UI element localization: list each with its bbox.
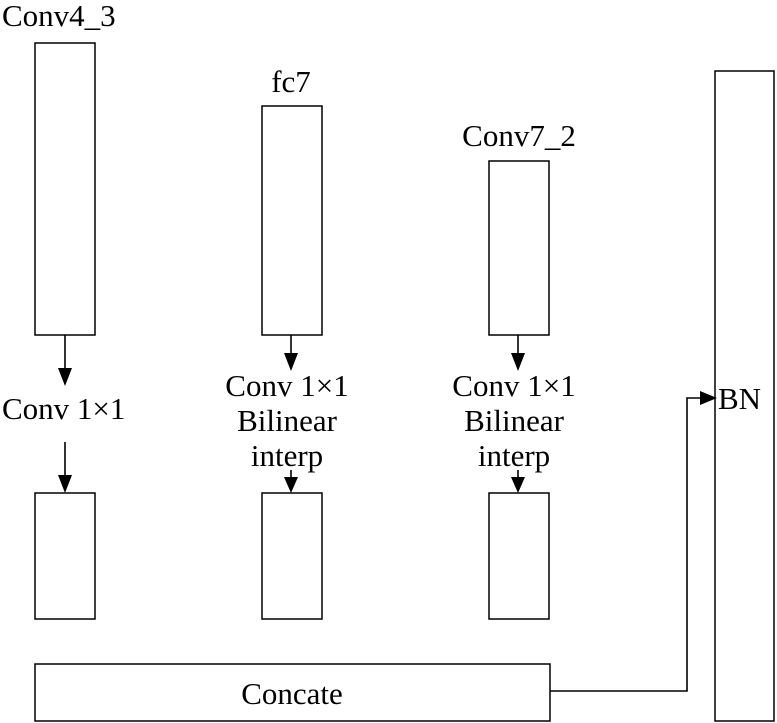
arrow-fc7-to-conv xyxy=(284,335,298,371)
bn-box xyxy=(714,70,775,722)
conv4-3-output-box xyxy=(34,492,96,620)
conv1x1-a-label: Conv 1×1 xyxy=(2,391,125,426)
interp-b-label: interp xyxy=(251,438,323,473)
concate-label: Concate xyxy=(241,676,343,711)
fc7-feature-box xyxy=(261,105,323,336)
conv4-3-feature-box xyxy=(34,42,96,336)
fc7-label: fc7 xyxy=(271,64,311,99)
bilinear-c-label: Bilinear xyxy=(464,403,565,438)
conv7-2-feature-box xyxy=(488,160,550,336)
arrow-interp-b-to-output xyxy=(284,470,298,493)
concate-box xyxy=(34,663,551,722)
conv7-2-label: Conv7_2 xyxy=(462,118,576,153)
fc7-output-box xyxy=(261,492,323,620)
conv7-2-output-box xyxy=(488,492,550,620)
bn-label: BN xyxy=(718,381,761,416)
arrow-concate-to-bn xyxy=(550,391,717,692)
conv4-3-label: Conv4_3 xyxy=(2,0,116,33)
arrow-conv4-3-to-conv xyxy=(58,335,72,386)
interp-c-label: interp xyxy=(478,438,550,473)
arrow-interp-c-to-output xyxy=(511,470,525,493)
arrow-conv7-2-to-conv xyxy=(511,335,525,371)
arrow-conv-a-to-output xyxy=(58,442,72,493)
conv1x1-b-label: Conv 1×1 xyxy=(225,368,348,403)
conv1x1-c-label: Conv 1×1 xyxy=(452,368,575,403)
bilinear-b-label: Bilinear xyxy=(237,403,338,438)
